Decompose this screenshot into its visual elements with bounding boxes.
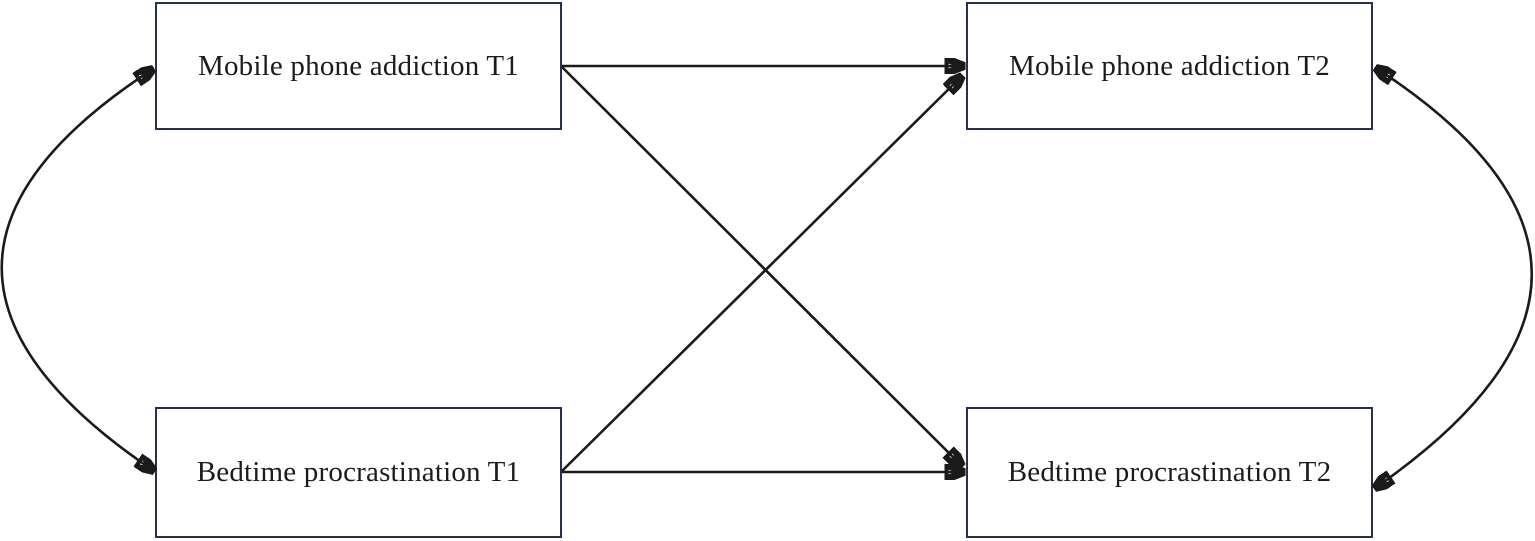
node-label: Mobile phone addiction T2 xyxy=(1009,49,1330,82)
node-bedtime-procrastination-t1: Bedtime procrastination T1 xyxy=(155,407,562,538)
node-label: Mobile phone addiction T1 xyxy=(198,49,519,82)
edge-correlation-left-t1 xyxy=(0,69,154,471)
edge-crosslag-mpa-t1-to-bp-t2 xyxy=(561,66,962,466)
edge-crosslag-bp-t1-to-mpa-t2 xyxy=(561,76,962,472)
node-bedtime-procrastination-t2: Bedtime procrastination T2 xyxy=(966,407,1373,538)
node-mobile-phone-addiction-t2: Mobile phone addiction T2 xyxy=(966,2,1373,130)
edge-correlation-right-t2 xyxy=(1375,68,1534,488)
node-mobile-phone-addiction-t1: Mobile phone addiction T1 xyxy=(155,2,562,130)
node-label: Bedtime procrastination T1 xyxy=(196,456,521,488)
node-label: Bedtime procrastination T2 xyxy=(1007,456,1332,488)
